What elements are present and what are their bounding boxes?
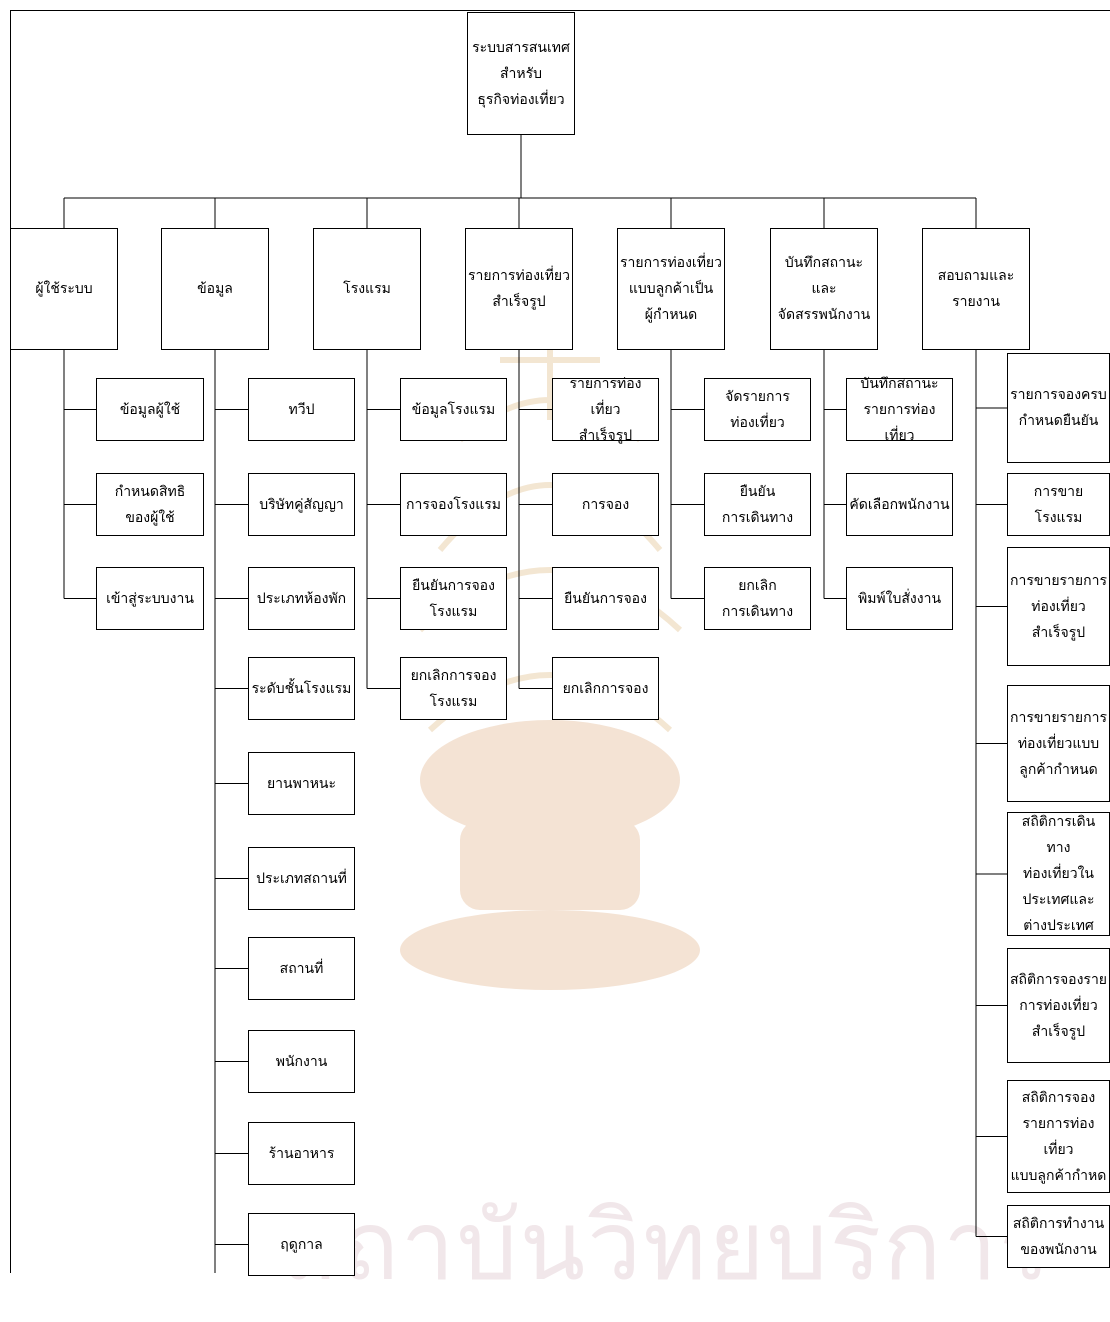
module-2-child: ประเภทห้องพัก [248,567,355,630]
module-1-child: กำหนดสิทธิ ของผู้ใช้ [96,473,204,536]
module-7-child: รายการจองครบ กำหนดยืนยัน [1007,353,1110,463]
module-7: สอบถามและ รายงาน [922,228,1030,350]
module-3-child: ยืนยันการจอง โรงแรม [400,567,507,630]
module-4-child: การจอง [552,473,659,536]
module-7-child: สถิติการจองราย การท่องเที่ยว สำเร็จรูป [1007,948,1110,1063]
module-2-child: สถานที่ [248,937,355,1000]
module-2-child: ร้านอาหาร [248,1122,355,1185]
module-3-child: การจองโรงแรม [400,473,507,536]
module-7-child: การขายรายการ ท่องเที่ยว สำเร็จรูป [1007,547,1110,666]
module-7-child: สถิติการเดินทาง ท่องเที่ยวใน ประเทศและ ต… [1007,812,1110,936]
module-5: รายการท่องเที่ยว แบบลูกค้าเป็น ผู้กำหนด [617,228,725,350]
module-4-child: ยืนยันการจอง [552,567,659,630]
module-6: บันทึกสถานะและ จัดสรรพนักงาน [770,228,878,350]
org-chart: สถาบันวิทยบริการ ระบบสารสนเทศ สำหรับ ธุร… [10,10,1110,1302]
module-2-child: ประเภทสถานที่ [248,847,355,910]
module-1: ผู้ใช้ระบบ [10,228,118,350]
module-6-child: พิมพ์ใบสั่งงาน [846,567,953,630]
module-5-child: จัดรายการ ท่องเที่ยว [704,378,811,441]
module-5-child: ยกเลิก การเดินทาง [704,567,811,630]
module-7-child: การขายโรงแรม [1007,473,1110,536]
module-3-child: ข้อมูลโรงแรม [400,378,507,441]
module-7-child: สถิติการทำงาน ของพนักงาน [1007,1205,1110,1268]
diagram-frame [10,10,1110,1273]
module-4-child: รายการท่องเที่ยว สำเร็จรูป [552,376,659,444]
connector-lines [63,135,1007,1273]
module-1-child: เข้าสู่ระบบงาน [96,567,204,630]
module-2-child: ทวีป [248,378,355,441]
module-5-child: ยืนยัน การเดินทาง [704,473,811,536]
module-4: รายการท่องเที่ยว สำเร็จรูป [465,228,573,350]
module-7-child: สถิติการจอง รายการท่องเที่ยว แบบลูกค้ากำ… [1007,1080,1110,1193]
module-2: ข้อมูล [161,228,269,350]
module-3: โรงแรม [313,228,421,350]
module-2-child: บริษัทคู่สัญญา [248,473,355,536]
module-2-child: ยานพาหนะ [248,752,355,815]
root-node: ระบบสารสนเทศ สำหรับ ธุรกิจท่องเที่ยว [467,12,575,135]
module-2-child: ระดับชั้นโรงแรม [248,657,355,720]
module-4-child: ยกเลิกการจอง [552,657,659,720]
module-6-child: คัดเลือกพนักงาน [846,473,953,536]
module-7-child: การขายรายการ ท่องเที่ยวแบบ ลูกค้ากำหนด [1007,685,1110,802]
module-3-child: ยกเลิกการจอง โรงแรม [400,657,507,720]
module-1-child: ข้อมูลผู้ใช้ [96,378,204,441]
module-2-child: ฤดูกาล [248,1213,355,1276]
emblem-watermark [400,310,700,990]
module-6-child: บันทึกสถานะ รายการท่องเที่ยว [846,376,953,444]
module-2-child: พนักงาน [248,1030,355,1093]
